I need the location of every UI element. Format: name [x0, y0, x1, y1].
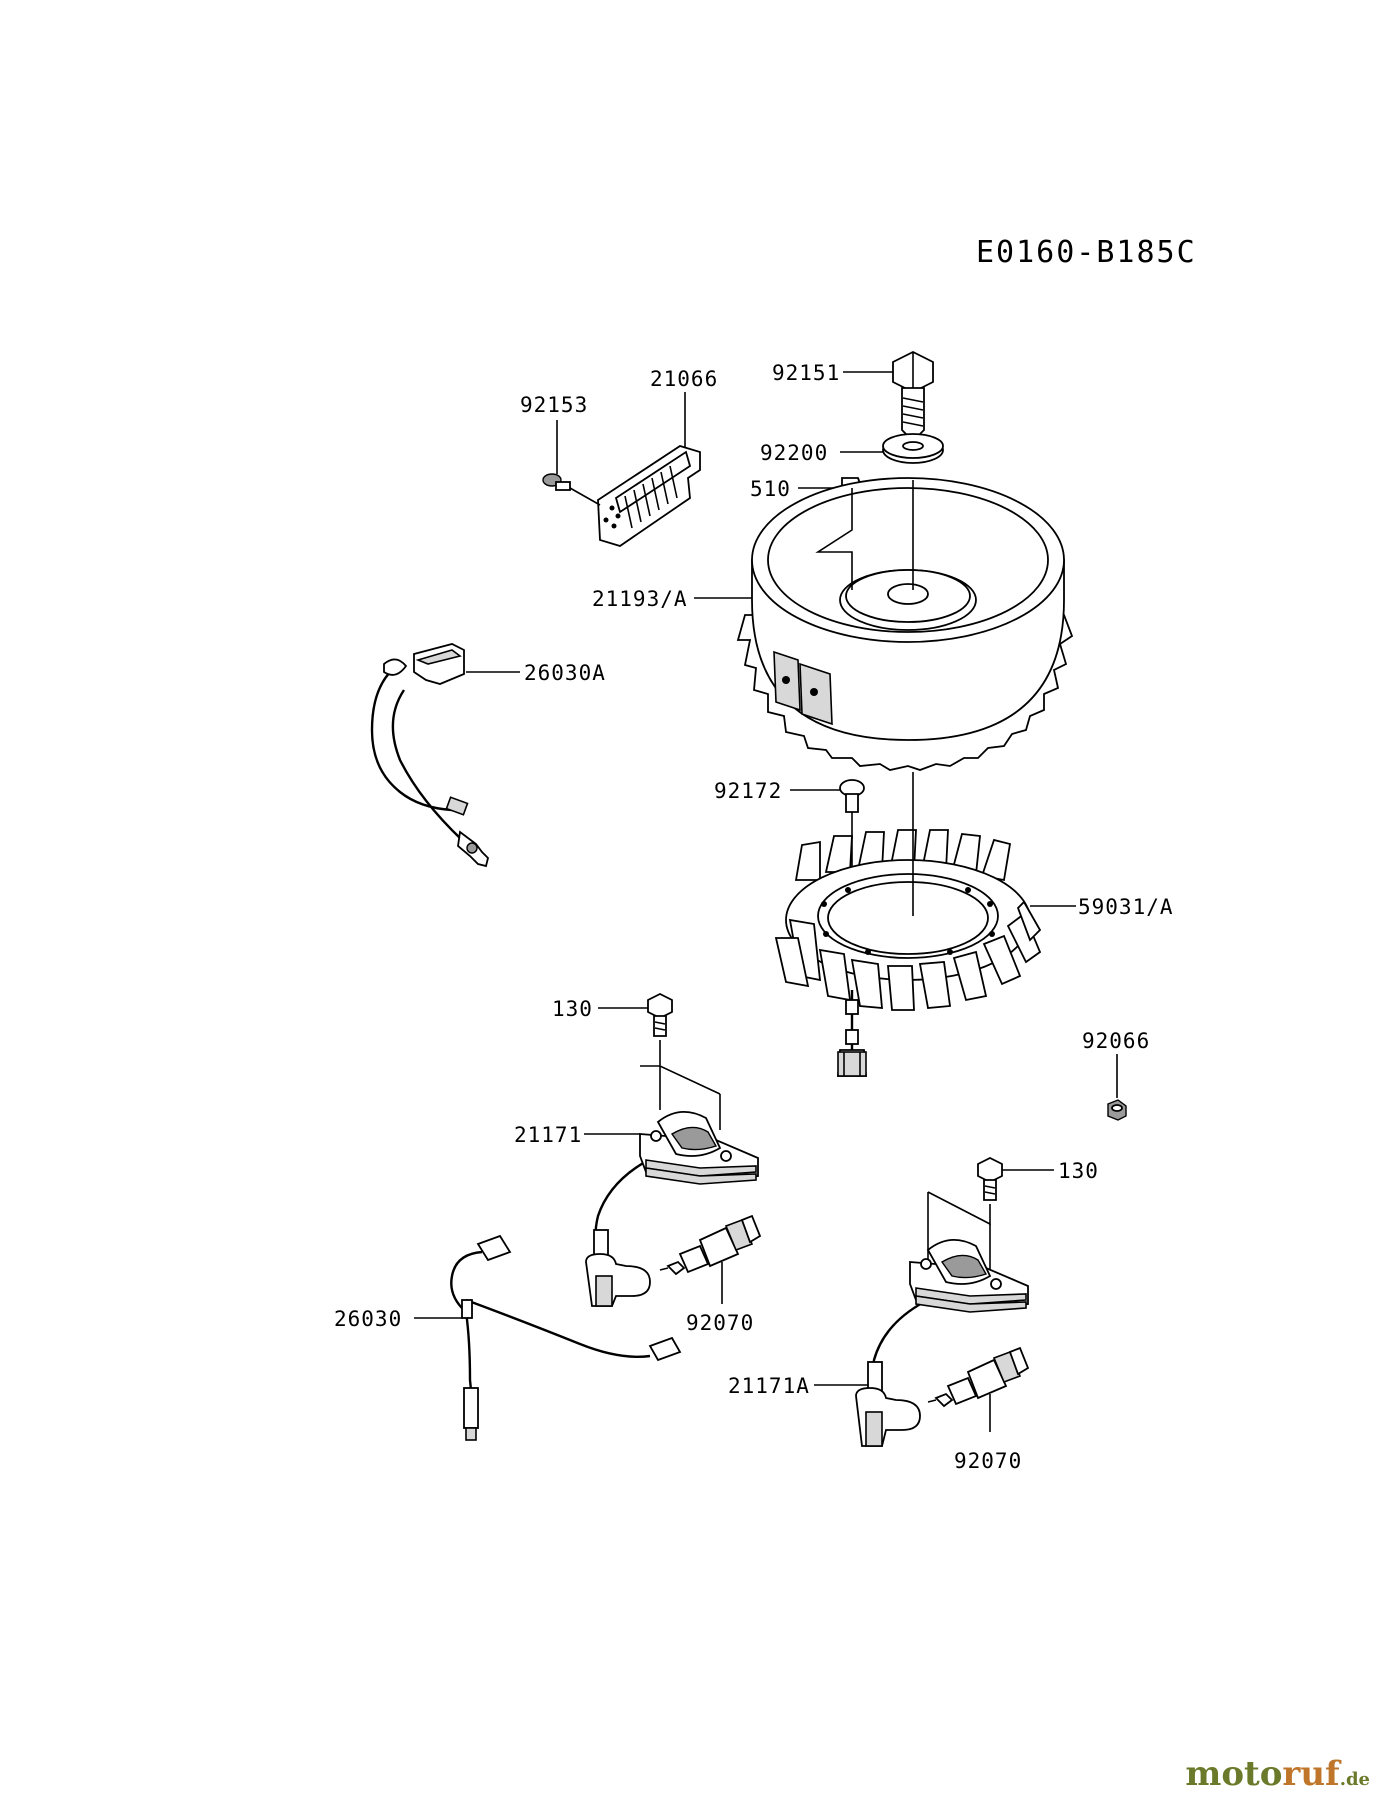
stator-lead-connector [837, 990, 867, 1077]
label-92070-right: 92070 [954, 1449, 1022, 1473]
bolt-130-lower [977, 1156, 1003, 1201]
label-26030: 26030 [334, 1307, 402, 1331]
label-92153: 92153 [520, 393, 588, 417]
label-92070-left: 92070 [686, 1311, 754, 1335]
watermark-main-part1: moto [1185, 1754, 1283, 1794]
key-path-line [815, 488, 853, 590]
diagram-code: E0160-B185C [976, 235, 1197, 270]
label-59031a: 59031/A [1078, 895, 1174, 919]
label-92172: 92172 [714, 779, 782, 803]
washer-92200 [882, 433, 944, 464]
spark-plug-92070-right [927, 1346, 1030, 1408]
ignition-coil-21171a [855, 1239, 1029, 1447]
guide-130-lower [927, 1191, 991, 1226]
label-21171: 21171 [514, 1123, 582, 1147]
regulator-21066 [597, 445, 701, 547]
screw-92172 [839, 779, 865, 813]
bolt-130-upper [647, 992, 673, 1037]
stator-59031a [774, 829, 1042, 1011]
label-26030a: 26030A [524, 661, 606, 685]
wire-harness-26030 [450, 1234, 682, 1441]
watermark-main: motoruf [1185, 1754, 1339, 1794]
label-92066: 92066 [1082, 1029, 1150, 1053]
label-21066: 21066 [650, 367, 718, 391]
spark-plug-92070-left [659, 1214, 762, 1276]
label-92151: 92151 [772, 361, 840, 385]
label-130-lower: 130 [1058, 1159, 1099, 1183]
label-130-upper: 130 [552, 997, 593, 1021]
label-21171a: 21171A [728, 1374, 810, 1398]
bolt-92151 [892, 350, 934, 437]
label-92200: 92200 [760, 441, 828, 465]
flywheel-21193a [736, 477, 1074, 771]
screw-92153 [542, 473, 571, 491]
guide-130-upper [640, 1040, 721, 1095]
ignition-coil-21171 [585, 1111, 759, 1307]
label-21193a: 21193/A [592, 587, 688, 611]
connector-26030a [370, 643, 489, 868]
nut-92066 [1107, 1099, 1127, 1121]
watermark-suffix: .de [1339, 1769, 1370, 1790]
watermark-logo: motoruf.de [1185, 1754, 1370, 1794]
watermark-main-part2: ruf [1282, 1754, 1340, 1794]
label-510: 510 [750, 477, 791, 501]
leader-92153-b [569, 487, 601, 506]
